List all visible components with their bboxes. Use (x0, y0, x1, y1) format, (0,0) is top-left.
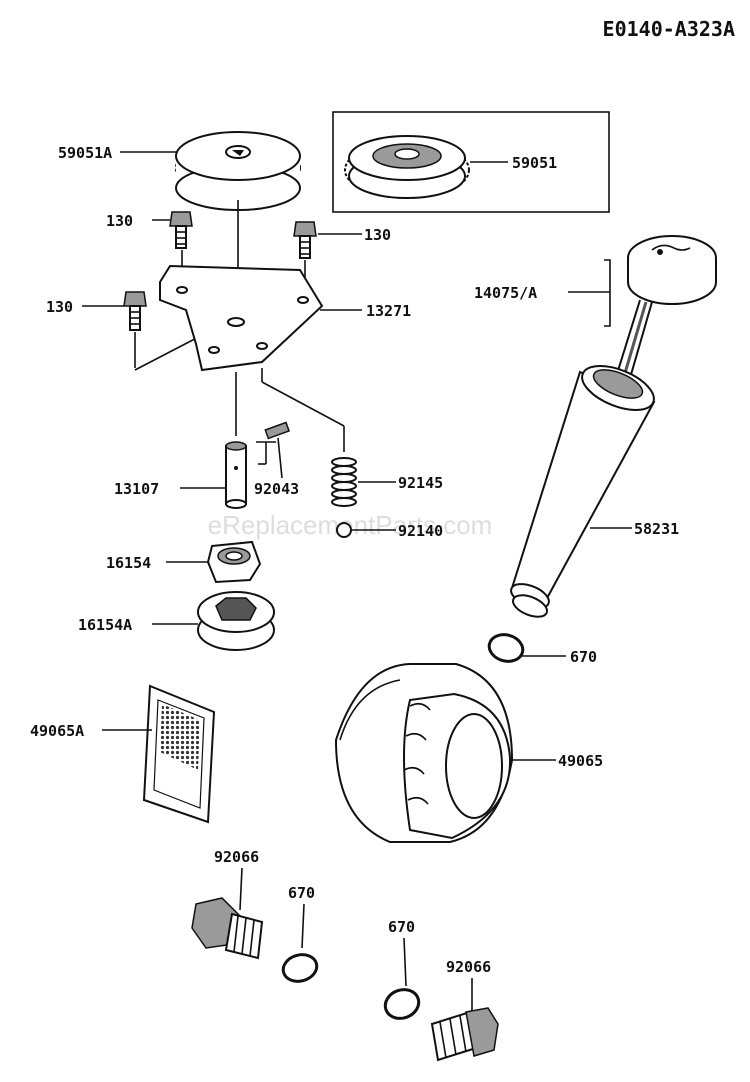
callout-bolt-right: 130 (364, 226, 391, 244)
plate-icon[interactable] (159, 264, 324, 372)
callout-oring-left: 670 (288, 884, 315, 902)
callout-bolt-left: 130 (46, 298, 73, 316)
callout-ball: 92140 (398, 522, 443, 540)
diagram-code: E0140-A323A (603, 17, 735, 41)
callout-oring-tube: 670 (570, 648, 597, 666)
callout-filter: 49065 (558, 752, 603, 770)
ball-icon[interactable] (336, 522, 352, 538)
filter-icon[interactable] (334, 663, 514, 843)
rotor-icon[interactable] (206, 540, 262, 584)
o-ring-icon[interactable] (486, 631, 526, 665)
callout-shaft: 13107 (114, 480, 159, 498)
callout-spring: 92145 (398, 474, 443, 492)
spring-icon[interactable] (331, 457, 357, 507)
callout-rotor-outer: 16154A (78, 616, 132, 634)
callout-pin: 92043 (254, 480, 299, 498)
alternate-part-box (332, 111, 610, 213)
screen-icon[interactable] (142, 684, 216, 824)
callout-screen: 49065A (30, 722, 84, 740)
dipstick-icon[interactable] (611, 235, 717, 393)
o-ring-icon[interactable] (280, 951, 320, 985)
drain-plug-icon[interactable] (191, 897, 264, 960)
callout-oring-right: 670 (388, 918, 415, 936)
callout-plate: 13271 (366, 302, 411, 320)
callout-plug-right: 92066 (446, 958, 491, 976)
callout-rotor-inner: 16154 (106, 554, 151, 572)
gear-icon[interactable] (175, 131, 301, 211)
bolt-icon[interactable] (169, 211, 193, 249)
bolt-icon[interactable] (123, 291, 147, 331)
rotor-icon[interactable] (197, 591, 275, 651)
o-ring-icon[interactable] (381, 985, 423, 1023)
callout-bolt-top: 130 (106, 212, 133, 230)
drain-plug-icon[interactable] (430, 1007, 499, 1062)
bolt-icon[interactable] (293, 221, 317, 259)
tube-icon[interactable] (508, 357, 660, 621)
callout-plug-left: 92066 (214, 848, 259, 866)
callout-gear-boxed: 59051 (512, 154, 557, 172)
shaft-icon[interactable] (225, 441, 247, 509)
pin-icon[interactable] (264, 421, 291, 440)
callout-dipstick: 14075/A (474, 284, 537, 302)
callout-tube: 58231 (634, 520, 679, 538)
callout-gear-a: 59051A (58, 144, 112, 162)
gear-icon[interactable] (344, 135, 470, 199)
